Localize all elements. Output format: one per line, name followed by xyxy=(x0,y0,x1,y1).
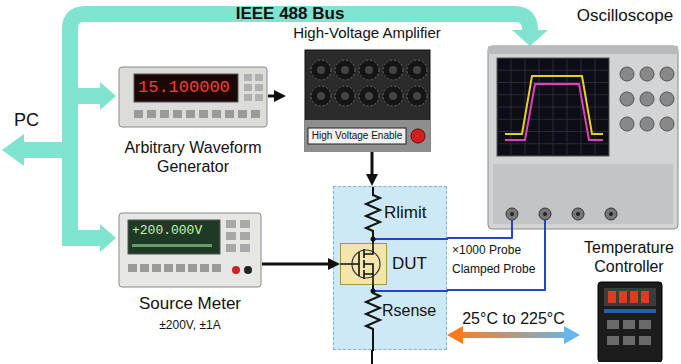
probe-label: Clamped Probe xyxy=(452,262,535,276)
bus-branch xyxy=(24,142,70,158)
high-voltage-amplifier: High-Voltage AmplifierHigh Voltage Enabl… xyxy=(286,24,448,152)
oscilloscope-illustration xyxy=(487,4,679,230)
instrument-label: Temperature Controller xyxy=(580,238,678,276)
probe-label: ×1000 Probe xyxy=(452,243,521,257)
bus-arrowhead xyxy=(100,82,116,110)
temperature-controller-illustration xyxy=(580,238,678,362)
instrument-label: Arbitrary Waveform Generator xyxy=(118,138,268,176)
arrowhead xyxy=(274,90,286,102)
arrowhead xyxy=(564,326,580,344)
instrument-label: High-Voltage Amplifier xyxy=(286,24,448,42)
resistor-label: Rsense xyxy=(382,301,446,320)
test-fixture: RlimitRsense DUT xyxy=(333,186,447,350)
connector xyxy=(262,258,340,270)
connector xyxy=(447,230,512,238)
temperature-controller: Temperature Controller xyxy=(580,238,678,362)
instrument-label: Oscilloscope xyxy=(573,6,677,26)
lcd-display: +200.000V xyxy=(132,223,216,239)
bus-label: IEEE 488 Bus xyxy=(236,4,345,24)
panel-plate-text: High Voltage Enable xyxy=(308,128,406,144)
bus-arrowhead xyxy=(2,134,24,166)
spec-text: ±200V, ±1A xyxy=(118,318,262,332)
led-display: 15.100000 xyxy=(138,78,234,98)
bus-arrowhead xyxy=(100,224,116,252)
bus-branch xyxy=(70,230,100,246)
connector xyxy=(447,326,580,344)
connector-line xyxy=(447,230,512,238)
resistor-label: Rlimit xyxy=(384,203,446,223)
dut-box: DUT xyxy=(340,243,440,285)
connector xyxy=(447,230,545,290)
connector-line xyxy=(461,332,566,338)
bus-branch xyxy=(70,88,100,104)
arrowhead xyxy=(447,326,463,344)
arrowhead xyxy=(366,174,378,186)
oscilloscope: Oscilloscope xyxy=(487,4,679,230)
connector xyxy=(366,152,378,186)
connector xyxy=(268,90,286,102)
waveform-generator: Arbitrary Waveform Generator 15.100000 xyxy=(118,66,268,196)
source-meter: Source Meter ±200V, ±1A +200.000V xyxy=(118,212,262,340)
bus-band xyxy=(70,14,530,246)
circuit-wire xyxy=(371,350,373,364)
connector-line xyxy=(262,263,330,266)
pc-label: PC xyxy=(14,110,39,132)
instrument-label: Source Meter xyxy=(118,294,262,314)
connector-line xyxy=(371,152,374,176)
bus-arrowhead xyxy=(512,30,548,46)
temperature-range-label: 25°C to 225°C xyxy=(462,309,565,328)
dut-label: DUT xyxy=(392,254,438,274)
connector-line xyxy=(447,230,545,290)
